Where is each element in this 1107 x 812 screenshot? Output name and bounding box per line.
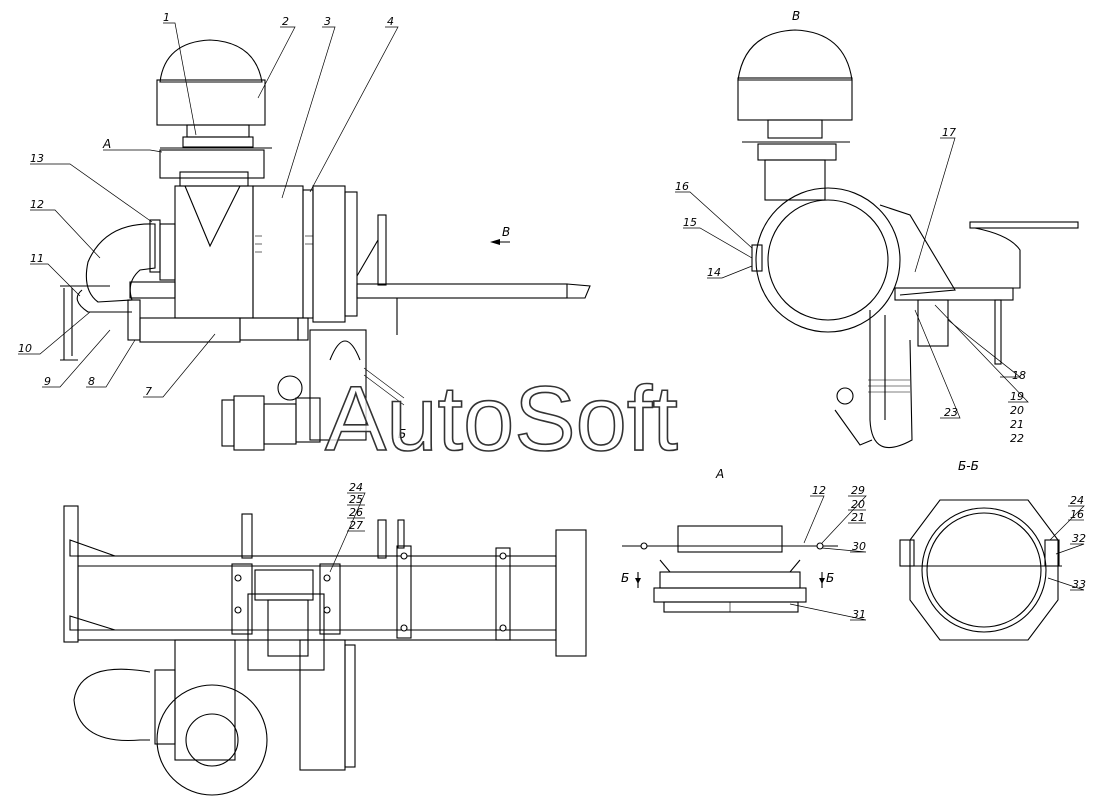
callout-24: 24	[349, 481, 363, 494]
view-v	[737, 29, 1079, 449]
callout-27: 27	[349, 519, 363, 532]
top-view-leaders	[329, 492, 366, 573]
detail-callout-12: 12	[812, 484, 826, 497]
callout-13: 13	[30, 152, 44, 165]
top-view	[63, 505, 587, 796]
section-callout-24: 24	[1070, 494, 1084, 507]
view-label-v: В	[792, 9, 800, 23]
detail-callout-29: 29	[851, 484, 865, 497]
callout-1: 1	[163, 11, 170, 24]
callout-19: 19	[1010, 390, 1024, 403]
callout-11: 11	[30, 252, 44, 265]
detail-a	[622, 525, 838, 613]
callout-20: 20	[1010, 404, 1024, 417]
callout-2: 2	[282, 15, 289, 28]
view-v-leaders	[675, 137, 1029, 419]
callout-14: 14	[707, 266, 721, 279]
section-mark-left: Б	[621, 571, 629, 585]
callout-4: 4	[387, 15, 394, 28]
section-bb-leaders	[1047, 505, 1085, 591]
section-bb	[899, 499, 1062, 641]
callout-22: 22	[1010, 432, 1024, 445]
detail-a-leaders	[789, 495, 867, 621]
arrow-label-b: Б	[398, 427, 406, 441]
section-callout-16: 16	[1070, 508, 1084, 521]
callout-18: 18	[1012, 369, 1026, 382]
section-label-bb: Б-Б	[958, 459, 979, 473]
callout-10: 10	[18, 342, 32, 355]
section-callout-32: 32	[1072, 532, 1086, 545]
callout-3: 3	[324, 15, 331, 28]
callout-9: 9	[44, 375, 51, 388]
callout-25: 25	[349, 493, 363, 506]
detail-callout-21: 21	[851, 511, 865, 524]
side-view	[60, 39, 591, 451]
callout-12: 12	[30, 198, 44, 211]
callout-23: 23	[944, 406, 958, 419]
callout-16: 16	[675, 180, 689, 193]
detail-callout-30: 30	[852, 540, 866, 553]
section-callout-33: 33	[1072, 578, 1086, 591]
callout-8: 8	[88, 375, 95, 388]
side-view-leaders	[18, 22, 399, 398]
detail-callout-20: 20	[851, 498, 865, 511]
callout-7: 7	[145, 385, 152, 398]
detail-callout-31: 31	[852, 608, 866, 621]
callout-26: 26	[349, 506, 363, 519]
view-labels: А В В Б А Б-Б Б Б	[102, 9, 979, 585]
callout-labels: 1 2 3 4 13 12 11 10 9 8 7 16 15 14 17 18…	[18, 11, 1086, 621]
detail-label-a: А	[715, 467, 724, 481]
callout-15: 15	[683, 216, 697, 229]
callout-17: 17	[942, 126, 956, 139]
section-mark-right: Б	[826, 571, 834, 585]
watermark: AutoSoft	[325, 368, 678, 470]
view-label-a-leader: А	[102, 137, 111, 151]
arrow-label-v: В	[502, 225, 510, 239]
callout-21: 21	[1010, 418, 1024, 431]
